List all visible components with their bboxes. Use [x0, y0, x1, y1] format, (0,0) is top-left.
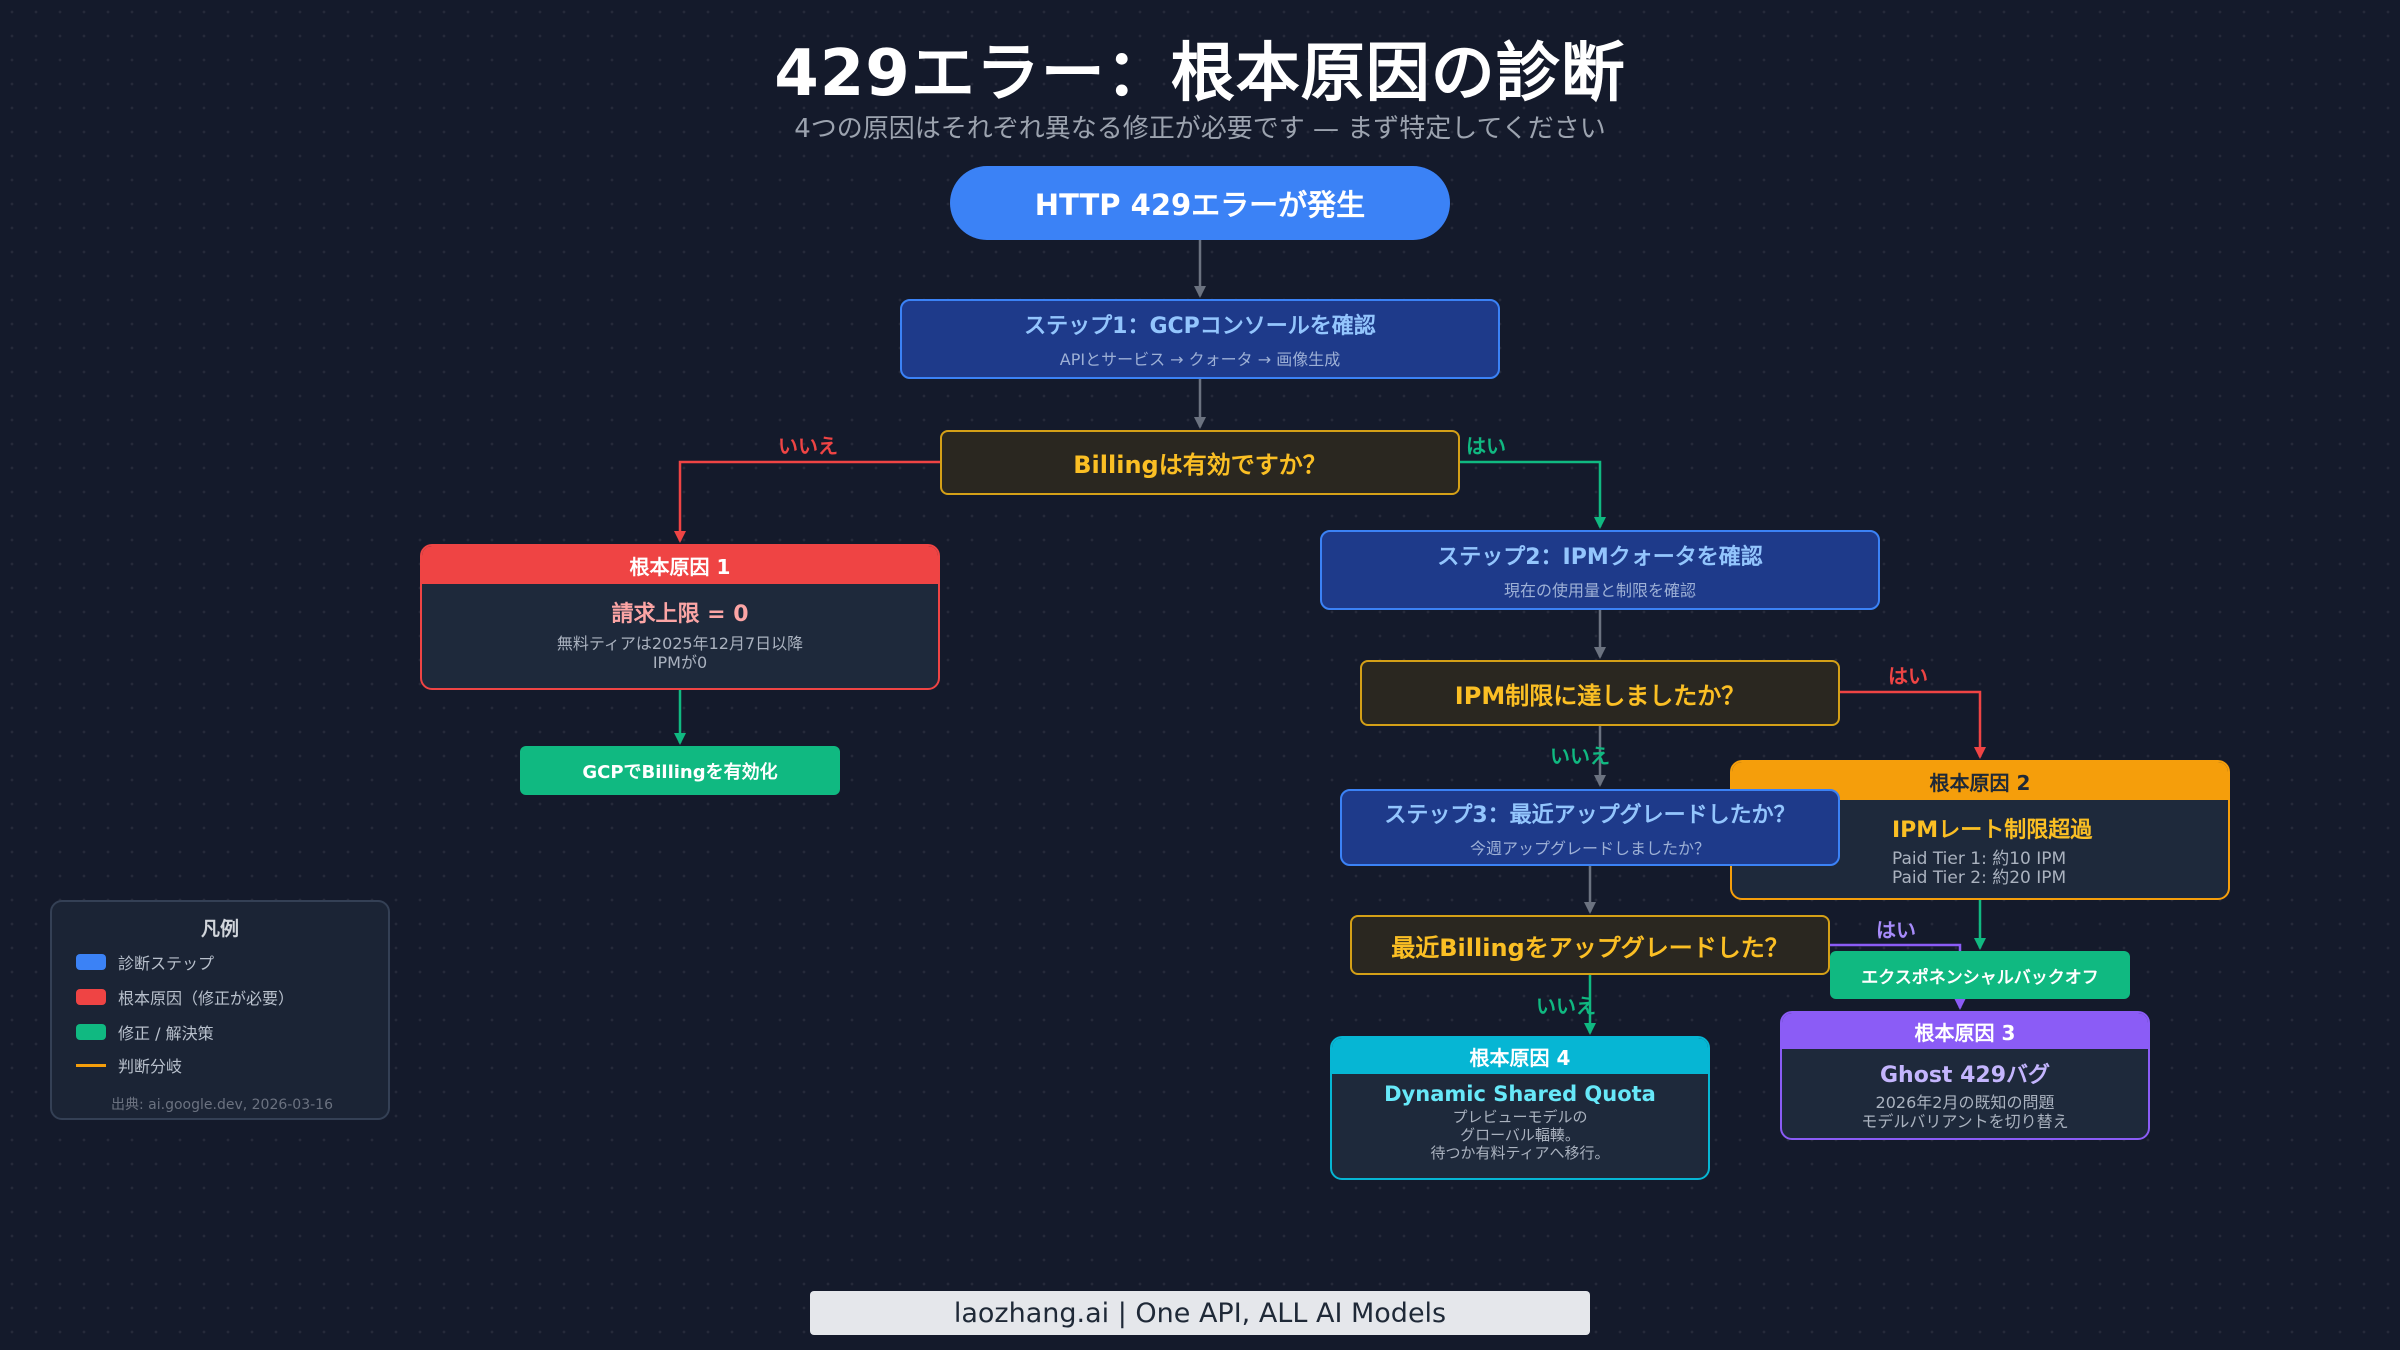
legend-label-fix: 修正 / 解決策: [118, 1024, 214, 1043]
decision-ipm-limit: IPM制限に達しましたか？: [1360, 660, 1840, 726]
fix-exponential-backoff: エクスポネンシャルバックオフ: [1830, 951, 2130, 999]
root-cause-3-detail: 2026年2月の既知の問題 モデルバリアントを切り替え: [1861, 1093, 2069, 1131]
root-cause-4-card: 根本原因 4 Dynamic Shared Quota プレビューモデルの グロ…: [1330, 1036, 1710, 1180]
legend-item-step: 診断ステップ: [76, 950, 214, 974]
step2-check-ipm-quota: ステップ2：IPMクォータを確認 現在の使用量と制限を確認: [1320, 530, 1880, 610]
page-title: 429エラー：根本原因の診断: [774, 37, 1626, 111]
legend-label-step: 診断ステップ: [118, 954, 215, 973]
root-cause-4-detail: プレビューモデルの グローバル輻輳。 待つか有料ティアへ移行。: [1430, 1108, 1610, 1162]
label-ipm-no: いいえ: [1550, 744, 1610, 768]
legend-line-decision: [76, 1063, 106, 1067]
root-cause-4-header: 根本原因 4: [1332, 1038, 1708, 1074]
label-billing-no: いいえ: [778, 434, 838, 458]
decision-recent-billing-upgrade: 最近Billingをアップグレードした？: [1350, 915, 1830, 975]
legend: 凡例 診断ステップ 根本原因（修正が必要） 修正 / 解決策 判断分岐 出典: …: [50, 900, 390, 1120]
legend-title: 凡例: [200, 918, 239, 940]
step2-subtitle: 現在の使用量と制限を確認: [1503, 581, 1696, 600]
legend-item-decision: 判断分岐: [76, 1053, 182, 1077]
step1-check-gcp-console: ステップ1：GCPコンソールを確認 APIとサービス → クォータ → 画像生成: [900, 299, 1500, 379]
step1-subtitle: APIとサービス → クォータ → 画像生成: [1059, 350, 1341, 369]
legend-swatch-step: [76, 954, 106, 970]
legend-item-fix: 修正 / 解決策: [76, 1020, 214, 1044]
legend-label-decision: 判断分岐: [118, 1057, 183, 1076]
arrow-billing-yes: [1460, 460, 1606, 529]
legend-source: 出典: ai.google.dev, 2026-03-16: [111, 1097, 333, 1113]
root-cause-3-header: 根本原因 3: [1782, 1013, 2148, 1049]
fix-enable-billing: GCPでBillingを有効化: [520, 746, 840, 795]
root-cause-1-detail: 無料ティアは2025年12月7日以降 IPMが0: [556, 634, 804, 672]
label-upgrade-no: いいえ: [1536, 994, 1596, 1018]
arrow-ipm-yes: [1840, 690, 1986, 759]
root-cause-3-card: 根本原因 3 Ghost 429バグ 2026年2月の既知の問題 モデルバリアン…: [1780, 1011, 2150, 1140]
legend-swatch-root-cause: [76, 989, 106, 1005]
root-cause-1-header: 根本原因 1: [422, 546, 938, 584]
step1-title: ステップ1：GCPコンソールを確認: [1024, 314, 1376, 339]
legend-item-root-cause: 根本原因（修正が必要）: [76, 985, 294, 1009]
root-cause-1-title: 請求上限 = 0: [611, 602, 749, 627]
legend-swatch-fix: [76, 1024, 106, 1040]
arrow-billing-no: [674, 460, 940, 543]
step3-subtitle: 今週アップグレードしましたか？: [1469, 838, 1710, 858]
root-cause-3-title: Ghost 429バグ: [1879, 1063, 2051, 1088]
start-node-http-429: HTTP 429エラーが発生: [950, 166, 1450, 240]
label-billing-yes: はい: [1466, 434, 1506, 458]
root-cause-2-title: IPMレート制限超過: [1892, 818, 2093, 843]
step3-recent-upgrade: ステップ3：最近アップグレードしたか？ 今週アップグレードしましたか？: [1340, 789, 1840, 866]
legend-label-root-cause: 根本原因（修正が必要）: [118, 989, 295, 1008]
root-cause-2-detail: Paid Tier 1: 約10 IPM Paid Tier 2: 約20 IP…: [1892, 849, 2067, 888]
decision-billing-enabled: Billingは有効ですか？: [940, 430, 1460, 495]
label-upgrade-yes: はい: [1876, 918, 1916, 942]
root-cause-1-card: 根本原因 1 請求上限 = 0 無料ティアは2025年12月7日以降 IPMが0: [420, 544, 940, 690]
root-cause-4-title: Dynamic Shared Quota: [1384, 1082, 1656, 1106]
label-ipm-yes: はい: [1888, 664, 1928, 688]
page-subtitle: 4つの原因はそれぞれ異なる修正が必要です — まず特定してください: [794, 114, 1606, 144]
step2-title: ステップ2：IPMクォータを確認: [1437, 545, 1763, 570]
step3-title: ステップ3：最近アップグレードしたか？: [1384, 802, 1796, 828]
footer-banner: laozhang.ai | One API, ALL AI Models: [810, 1291, 1590, 1335]
